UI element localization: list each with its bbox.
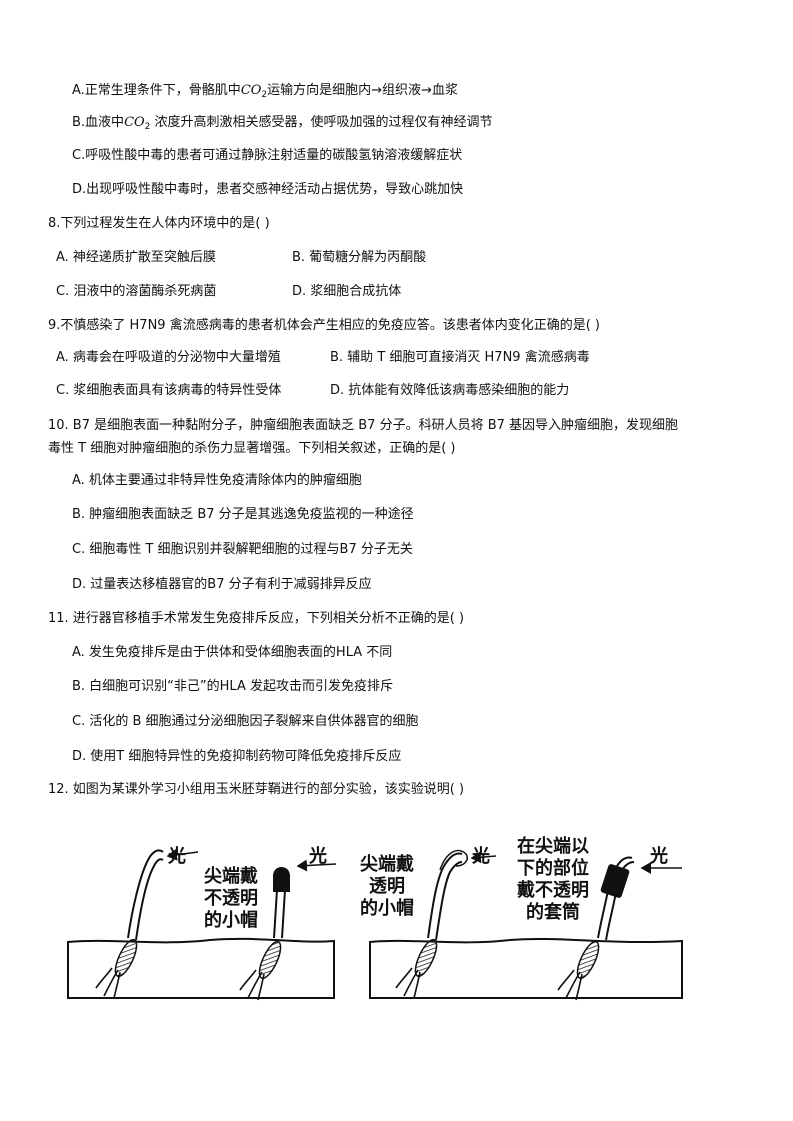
co2-formula: CO (124, 115, 145, 130)
q11-option-d: D. 使用T 细胞特异性的免疫抑制药物可降低免疫排斥反应 (72, 749, 402, 764)
co2-subscript: 2 (261, 90, 268, 100)
seedling-opaque-sleeve (557, 856, 635, 1001)
label-opaque-cap-line1: 尖端戴 (204, 866, 258, 887)
q7-option-b-text-2: 浓度升高刺激相关感受器，使呼吸加强的过程仅有神经调节 (150, 115, 493, 130)
q11-stem: 11. 进行器官移植手术常发生免疫排斥反应，下列相关分析不正确的是( ) (48, 611, 465, 626)
q7-option-a: A.正常生理条件下，骨骼肌中CO2运输方向是细胞内→组织液→血浆 (72, 82, 458, 104)
label-transparent-cap-line3: 的小帽 (360, 898, 414, 919)
q10-stem-line2: 毒性 T 细胞对肿瘤细胞的杀伤力显著增强。下列相关叙述，正确的是( ) (48, 441, 456, 456)
label-opaque-cap-line2: 不透明 (204, 888, 258, 909)
label-opaque-sleeve-line4: 的套筒 (526, 902, 580, 923)
q9-option-c: C. 浆细胞表面具有该病毒的特异性受体 (56, 383, 282, 398)
q7-option-b-text: B.血液中 (72, 115, 125, 130)
q10-stem-line1: 10. B7 是细胞表面一种黏附分子，肿瘤细胞表面缺乏 B7 分子。科研人员将 … (48, 418, 679, 433)
light-arrow-1 (166, 848, 199, 861)
q7-option-d: D.出现呼吸性酸中毒时，患者交感神经活动占据优势，导致心跳加快 (72, 182, 464, 197)
label-opaque-sleeve-line3: 戴不透明 (517, 880, 589, 901)
label-opaque-cap: 尖端戴 不透明 的小帽 (196, 866, 266, 932)
light-label-4: 光 (650, 846, 668, 867)
label-opaque-sleeve: 在尖端以 下的部位 戴不透明 的套筒 (508, 836, 598, 924)
label-transparent-cap-line1: 尖端戴 (360, 854, 414, 875)
q11-option-c: C. 活化的 B 细胞通过分泌细胞因子裂解来自供体器官的细胞 (72, 714, 419, 729)
co2-formula: CO (240, 83, 262, 98)
q10-option-a: A. 机体主要通过非特异性免疫清除体内的肿瘤细胞 (72, 473, 362, 488)
right-soil-box (369, 937, 683, 999)
q9-option-d: D. 抗体能有效降低该病毒感染细胞的能力 (330, 383, 570, 398)
transparent-cap (439, 849, 468, 871)
light-arrow-3 (470, 851, 497, 864)
label-transparent-cap-line2: 透明 (369, 876, 405, 897)
q8-option-b: B. 葡萄糖分解为丙酮酸 (292, 250, 427, 265)
q10-option-c: C. 细胞毒性 T 细胞识别并裂解靶细胞的过程与B7 分子无关 (72, 542, 413, 557)
q7-option-a-text-2: 运输方向是细胞内→组织液→血浆 (267, 83, 458, 98)
q10-option-d: D. 过量表达移植器官的B7 分子有利于减弱排异反应 (72, 577, 372, 592)
q12-stem: 12. 如图为某课外学习小组用玉米胚芽鞘进行的部分实验，该实验说明( ) (48, 782, 465, 797)
label-transparent-cap: 尖端戴 透明 的小帽 (352, 854, 422, 920)
seedling-transparent-cap (395, 849, 468, 999)
q11-option-b: B. 白细胞可识别“非己”的HLA 发起攻击而引发免疫排斥 (72, 679, 393, 694)
q9-stem: 9.不慎感染了 H7N9 禽流感病毒的患者机体会产生相应的免疫应答。该患者体内变… (48, 318, 600, 333)
q7-option-c: C.呼吸性酸中毒的患者可通过静脉注射适量的碳酸氢钠溶液缓解症状 (72, 148, 463, 163)
figure-drawing (67, 848, 683, 1001)
q8-option-d: D. 浆细胞合成抗体 (292, 284, 402, 299)
q11-option-a: A. 发生免疫排斥是由于供体和受体细胞表面的HLA 不同 (72, 645, 393, 660)
left-soil-box (67, 937, 335, 999)
q7-option-a-text: A.正常生理条件下，骨骼肌中 (72, 83, 241, 98)
label-opaque-sleeve-line1: 在尖端以 (517, 836, 589, 857)
q9-option-a: A. 病毒会在呼吸道的分泌物中大量增殖 (56, 350, 281, 365)
label-opaque-sleeve-line2: 下的部位 (517, 858, 589, 879)
light-label-2: 光 (309, 846, 327, 867)
q8-option-c: C. 泪液中的溶菌酶杀死病菌 (56, 284, 217, 299)
seedling-opaque-cap (239, 867, 290, 1001)
coleoptile-experiment-figure: 光 尖端戴 不透明 的小帽 光 尖端戴 透明 的小帽 光 在尖端以 下的部位 戴… (0, 820, 793, 1020)
light-arrow-2 (296, 859, 337, 872)
q10-option-b: B. 肿瘤细胞表面缺乏 B7 分子是其逃逸免疫监视的一种途径 (72, 507, 414, 522)
light-label-1: 光 (168, 846, 186, 867)
q7-option-b: B.血液中CO2 浓度升高刺激相关感受器，使呼吸加强的过程仅有神经调节 (72, 114, 493, 136)
q9-option-b: B. 辅助 T 细胞可直接消灭 H7N9 禽流感病毒 (330, 350, 590, 365)
light-label-3: 光 (472, 846, 490, 867)
label-opaque-cap-line3: 的小帽 (204, 910, 258, 931)
seedling-bent-1 (95, 849, 164, 999)
q8-option-a: A. 神经递质扩散至突触后膜 (56, 250, 216, 265)
opaque-cap (273, 867, 290, 892)
opaque-sleeve (600, 864, 630, 898)
co2-subscript: 2 (144, 122, 151, 132)
q8-stem: 8.下列过程发生在人体内环境中的是( ) (48, 216, 270, 231)
